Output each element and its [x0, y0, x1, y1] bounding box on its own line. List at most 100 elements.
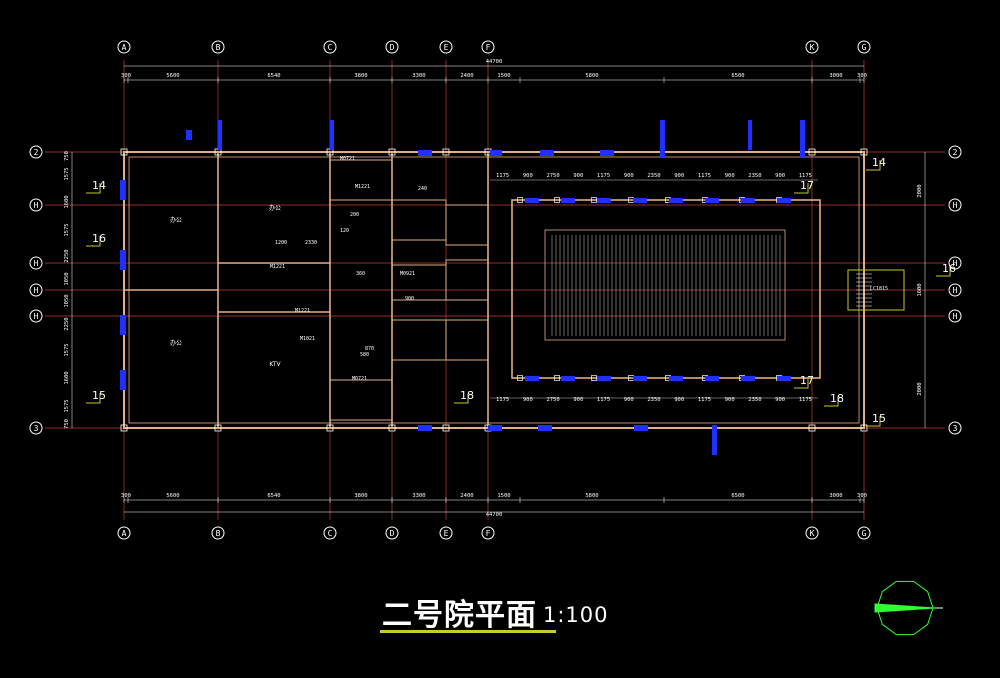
grid-bubble: G — [857, 526, 871, 540]
grid-bubble-circle — [323, 526, 337, 540]
dimension-value: 1175 — [597, 397, 610, 403]
title-underline — [380, 630, 556, 633]
overall-dimension: 44700 — [486, 512, 503, 518]
room-label: KTV — [269, 361, 281, 368]
door-tag: M1221 — [270, 264, 285, 270]
dimension-value: 900 — [775, 173, 785, 179]
north-arrow-icon — [874, 580, 943, 636]
section-mark — [936, 266, 951, 277]
dimension-value: 2350 — [748, 173, 761, 179]
grid-bubble: H — [29, 256, 43, 270]
interior-dimension: 200 — [350, 212, 359, 218]
window — [120, 315, 126, 335]
grid-bubble: 3 — [948, 421, 962, 435]
grid-bubble-circle — [439, 40, 453, 54]
door-tag: M0921 — [400, 271, 415, 277]
dimension-value: 6500 — [731, 493, 744, 499]
dimension-value: 1175 — [698, 173, 711, 179]
grid-bubble-circle — [948, 256, 962, 270]
window — [634, 425, 648, 431]
grid-bubble-circle — [117, 526, 131, 540]
grid-bubble: H — [29, 198, 43, 212]
grid-bubble-label: D — [390, 529, 395, 538]
section-mark — [794, 183, 809, 194]
column — [808, 424, 816, 432]
dimension-value: 1600 — [64, 195, 70, 208]
grid-bubble-label: H — [34, 259, 39, 268]
window — [561, 198, 575, 203]
dimension-value: 2400 — [460, 493, 473, 499]
grid-bubble-circle — [29, 256, 43, 270]
dimension-value: 1175 — [799, 173, 812, 179]
window — [777, 198, 791, 203]
grid-bubble: 2 — [29, 145, 43, 159]
grid-bubble-circle — [29, 283, 43, 297]
grid-bubble: H — [948, 309, 962, 323]
grid-bubble-circle — [948, 283, 962, 297]
section-number: 17 — [800, 179, 814, 192]
grid-bubble-circle — [805, 526, 819, 540]
interior-dimension: 580 — [360, 352, 369, 358]
room-label: 办公 — [170, 216, 182, 224]
grid-bubble: F — [481, 526, 495, 540]
dimension-value: 900 — [725, 173, 735, 179]
dimension-value: 3800 — [354, 73, 367, 79]
grid-bubble: B — [211, 526, 225, 540]
section-mark — [866, 416, 881, 427]
grid-bubble-label: 2 — [953, 148, 958, 157]
section-mark — [454, 393, 469, 404]
grid-bubble: 2 — [948, 145, 962, 159]
dimension-value: 1575 — [64, 343, 70, 356]
window — [660, 120, 665, 158]
dimension-value: 6500 — [731, 73, 744, 79]
grid-bubble-circle — [29, 198, 43, 212]
dimension-value: 2000 — [917, 382, 923, 395]
dimension-value: 300 — [857, 73, 867, 79]
small-room — [391, 319, 447, 361]
column — [860, 424, 868, 432]
grid-bubble-circle — [481, 40, 495, 54]
small-room — [391, 199, 447, 241]
column — [442, 424, 450, 432]
dimension-value: 1500 — [497, 493, 510, 499]
grid-bubble-label: H — [953, 312, 958, 321]
grid-bubble: H — [948, 198, 962, 212]
grid-bubble-circle — [29, 421, 43, 435]
room-label: 办公 — [269, 204, 281, 212]
grid-bubble-circle — [323, 40, 337, 54]
small-room — [329, 379, 393, 421]
grid-bubble: C — [323, 526, 337, 540]
north-arrow-needle — [874, 603, 936, 613]
dimension-value: 2400 — [460, 73, 473, 79]
window — [120, 180, 126, 200]
dimension-value: 1175 — [496, 397, 509, 403]
dimension-value: 900 — [674, 397, 684, 403]
section-number: 16 — [942, 262, 956, 275]
grid-bubble-label: A — [122, 529, 127, 538]
interior-dimension: 240 — [418, 186, 427, 192]
section-number: 14 — [872, 156, 886, 169]
grid-bubble-label: K — [810, 529, 815, 538]
window — [777, 376, 791, 381]
grid-bubble: C — [323, 40, 337, 54]
grid-bubble: E — [439, 40, 453, 54]
dimension-value: 1175 — [597, 173, 610, 179]
dimension-value: 2000 — [917, 184, 923, 197]
hall-inner — [544, 229, 786, 341]
dimension-value: 900 — [523, 397, 533, 403]
grid-bubble-circle — [29, 309, 43, 323]
dimension-value: 5600 — [166, 493, 179, 499]
grid-bubble-label: G — [862, 529, 867, 538]
window — [490, 150, 502, 156]
small-room — [445, 259, 489, 301]
column — [120, 148, 128, 156]
grid-bubble-circle — [857, 40, 871, 54]
grid-bubble: D — [385, 40, 399, 54]
door-tag: M0721 — [340, 156, 355, 162]
grid-bubble-label: E — [444, 529, 449, 538]
column — [442, 148, 450, 156]
dimension-value: 2350 — [647, 397, 660, 403]
grid-bubble-label: H — [953, 201, 958, 210]
